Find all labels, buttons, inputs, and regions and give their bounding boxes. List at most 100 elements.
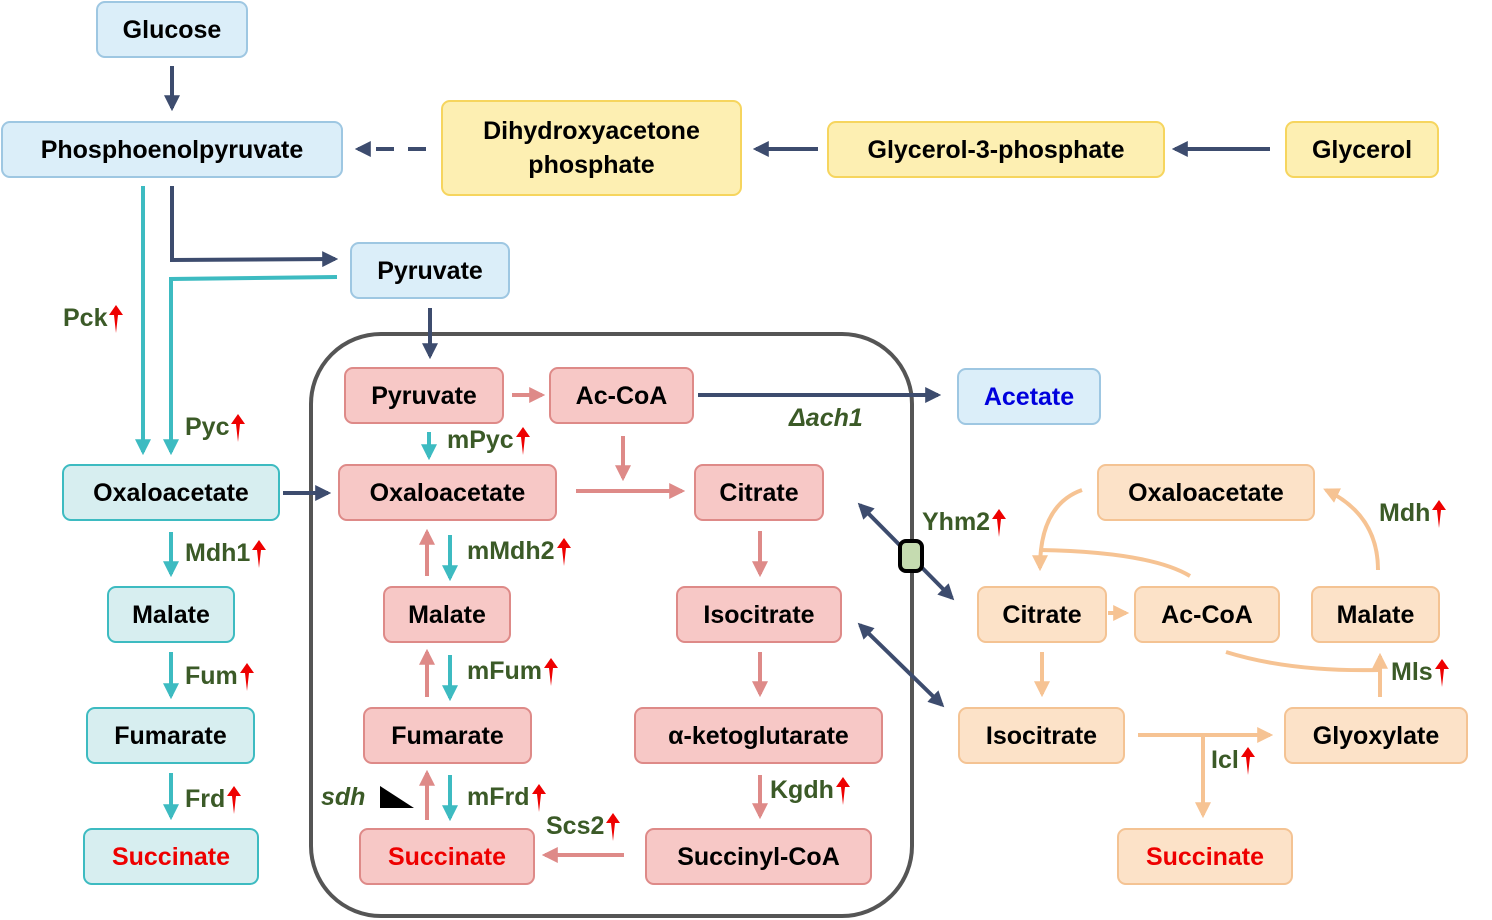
node-malate-mito: Malate: [383, 586, 511, 643]
node-accoa-glyox: Ac-CoA: [1134, 586, 1280, 643]
enzyme-scs2: Scs2: [546, 812, 621, 842]
node-succinate-mito: Succinate: [359, 828, 535, 885]
node-label: Fumarate: [114, 721, 227, 750]
node-label: Glycerol: [1311, 135, 1413, 164]
node-label: Oxaloacetate: [1128, 478, 1284, 507]
black-triangle-icon: [380, 786, 414, 808]
node-glycerol: Glycerol: [1285, 121, 1439, 178]
node-label: Isocitrate: [703, 600, 815, 629]
red-up-arrow-icon: [227, 786, 242, 815]
node-succinyl-coa-mito: Succinyl-CoA: [645, 828, 872, 885]
node-fumarate-cytosol: Fumarate: [86, 707, 255, 764]
enzyme-label: Scs2: [546, 812, 605, 840]
node-oxaloacetate-glyox: Oxaloacetate: [1097, 464, 1315, 521]
node-glyoxylate-glyox: Glyoxylate: [1284, 707, 1468, 764]
enzyme-mfrd: mFrd: [467, 783, 546, 813]
node-label: Malate: [1336, 600, 1415, 629]
node-isocitrate-glyox: Isocitrate: [958, 707, 1125, 764]
node-isocitrate-mito: Isocitrate: [676, 586, 842, 643]
node-citrate-mito: Citrate: [694, 464, 824, 521]
node-label: Oxaloacetate: [93, 478, 249, 507]
node-label: Pyruvate: [371, 381, 477, 410]
enzyme-label: Δach1: [789, 404, 863, 432]
enzyme-mpyc: mPyc: [447, 426, 530, 456]
enzyme-mls: Mls: [1391, 658, 1449, 688]
red-up-arrow-icon: [992, 509, 1007, 538]
red-up-arrow-icon: [606, 813, 621, 842]
node-label: Phosphoenolpyruvate: [40, 135, 304, 164]
arrow-oaa-citrate-glyox: [1032, 488, 1083, 572]
node-label-line2: phosphate: [528, 151, 655, 179]
enzyme-fum: Fum: [185, 662, 254, 692]
node-pyruvate-cytosol: Pyruvate: [350, 242, 510, 299]
node-label: Succinate: [1145, 842, 1265, 871]
node-label: Ac-CoA: [1161, 600, 1253, 629]
node-phosphoenolpyruvate: Phosphoenolpyruvate: [1, 121, 343, 178]
node-succinate-cytosol: Succinate: [83, 828, 259, 885]
node-glucose: Glucose: [96, 1, 248, 58]
gene-sdh-deleted: sdh: [321, 783, 365, 812]
node-label: Oxaloacetate: [369, 478, 526, 507]
node-oxaloacetate-mito: Oxaloacetate: [338, 464, 557, 521]
node-label: Succinate: [111, 842, 231, 871]
enzyme-label: sdh: [321, 783, 366, 811]
arrow-malate-oaa-mdh: [1323, 488, 1380, 571]
red-up-arrow-icon: [556, 538, 571, 567]
node-label: Malate: [132, 600, 210, 629]
node-malate-glyox: Malate: [1311, 586, 1440, 643]
red-up-arrow-icon: [515, 427, 530, 456]
enzyme-mmdh2: mMdh2: [467, 537, 571, 567]
enzyme-label: mFum: [467, 657, 542, 685]
node-label: Glyoxylate: [1312, 721, 1440, 750]
enzyme-label: Mdh: [1379, 499, 1431, 527]
node-label: Succinate: [387, 842, 507, 871]
node-label: Pyruvate: [377, 256, 483, 285]
node-accoa-mito: Ac-CoA: [549, 367, 694, 424]
enzyme-label: Frd: [185, 785, 226, 813]
arrow-accoa-malate-mls: [1225, 650, 1381, 673]
node-fumarate-mito: Fumarate: [363, 707, 532, 764]
enzyme-pck: Pck: [63, 304, 124, 334]
red-up-arrow-icon: [252, 540, 267, 569]
node-label: Citrate: [719, 478, 799, 507]
node-dihydroxyacetone-phosphate: Dihydroxyacetone phosphate: [441, 100, 742, 196]
arrow-pep-pyruvate: [170, 186, 339, 268]
enzyme-label: Yhm2: [922, 508, 991, 536]
enzyme-mdh: Mdh: [1379, 499, 1447, 529]
node-label: α-ketoglutarate: [668, 721, 849, 750]
enzyme-frd: Frd: [185, 785, 242, 815]
enzyme-mfum: mFum: [467, 657, 558, 687]
enzyme-label: mFrd: [467, 783, 530, 811]
node-label: Citrate: [1002, 600, 1082, 629]
enzyme-label: mPyc: [447, 426, 514, 454]
node-oxaloacetate-cytosol: Oxaloacetate: [62, 464, 280, 521]
node-label: Glycerol-3-phosphate: [867, 135, 1125, 164]
mitochondrial-carrier-icon: [898, 539, 924, 573]
node-label: Glucose: [122, 15, 222, 44]
enzyme-label: mMdh2: [467, 537, 555, 565]
enzyme-icl: Icl: [1211, 746, 1255, 776]
arrow-accoa-citrate-glyox: [1039, 548, 1192, 578]
enzyme-label: Pyc: [185, 413, 230, 441]
enzyme-mdh1: Mdh1: [185, 539, 267, 569]
node-label: Fumarate: [391, 721, 504, 750]
enzyme-label: Icl: [1211, 746, 1239, 774]
arrow-isocitrate-exchange: [857, 622, 945, 708]
node-glycerol-3-phosphate: Glycerol-3-phosphate: [827, 121, 1165, 178]
node-malate-cytosol: Malate: [107, 586, 235, 643]
red-up-arrow-icon: [1240, 747, 1255, 776]
node-pyruvate-mito: Pyruvate: [344, 367, 504, 424]
arrow-pyruvate-oaa-pyc: [163, 275, 338, 456]
node-label: Succinyl-CoA: [677, 842, 840, 871]
node-label: Ac-CoA: [575, 381, 668, 410]
gene-ach1-deleted: Δach1: [789, 404, 863, 433]
node-acetate: Acetate: [957, 368, 1101, 425]
red-up-arrow-icon: [231, 414, 246, 443]
node-label-line1: Dihydroxyacetone: [483, 117, 700, 145]
enzyme-label: Mdh1: [185, 539, 251, 567]
node-label: Malate: [408, 600, 486, 629]
red-up-arrow-icon: [544, 658, 558, 687]
enzyme-label: Mls: [1391, 658, 1433, 686]
